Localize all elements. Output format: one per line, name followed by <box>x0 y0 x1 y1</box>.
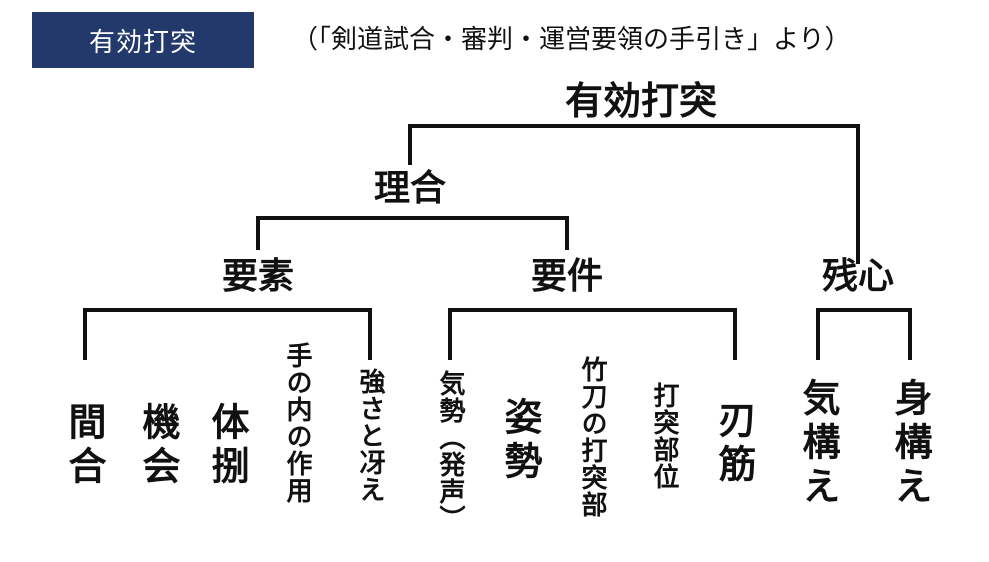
title-badge: 有効打突 <box>32 12 254 68</box>
node-yoso: 要素 <box>221 255 295 297</box>
leaf-taisabaki: 体捌 <box>205 402 250 490</box>
connector-yoken <box>448 308 737 360</box>
leaf-tenouchi: 手の内の作用 <box>282 342 312 504</box>
connector-root <box>408 124 860 264</box>
leaf-hasuji: 刃筋 <box>712 400 757 488</box>
connector-riai <box>256 216 569 250</box>
connector-zanshin <box>816 308 912 360</box>
node-riai: 理合 <box>373 167 447 209</box>
leaf-datotsu-bui: 打突部位 <box>649 382 679 490</box>
leaf-maai: 間合 <box>62 402 107 490</box>
leaf-shinai-datotsubu: 竹刀の打突部 <box>577 356 607 518</box>
leaf-kigamae: 気構え <box>796 378 841 510</box>
node-yoken: 要件 <box>530 255 604 297</box>
leaf-kikai: 機会 <box>136 402 181 490</box>
connector-yoso <box>83 308 372 360</box>
node-root: 有効打突 <box>564 78 718 123</box>
node-zanshin: 残心 <box>821 255 895 297</box>
leaf-kisei: 気勢（発声） <box>435 370 465 532</box>
leaf-tsuyosa-sae: 強さと冴え <box>355 368 385 503</box>
leaf-migamae: 身構え <box>888 378 933 510</box>
source-note: （「剣道試合・審判・運営要領の手引き」より） <box>292 25 851 55</box>
leaf-shisei: 姿勢 <box>498 397 543 485</box>
